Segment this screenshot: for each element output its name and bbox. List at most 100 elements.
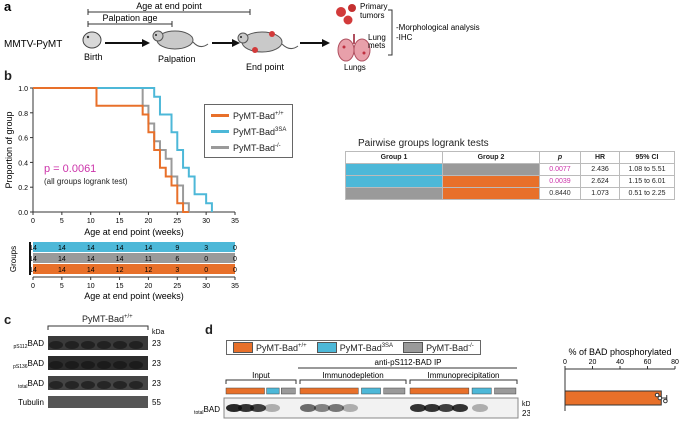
risk-value: 12 [116,267,124,274]
section-bracket [299,379,407,384]
pairwise-cell: 0.0077 [539,163,581,176]
primary-tumors-icon [336,4,356,25]
legend-swatch [211,129,229,133]
blot-strip [223,397,519,419]
section-label: Immunodepletion [322,371,383,380]
risk-value: 14 [58,267,66,274]
blot-band [452,404,468,412]
blot-band [300,404,316,412]
blot-band [342,404,358,412]
pairwise-cell: 0.0039 [539,175,581,188]
genotype-bar [471,387,492,395]
km-series-line-2 [33,87,195,213]
blot-band [49,341,63,349]
panel-d-letter: d [205,322,213,337]
x-tick-label: 25 [173,218,181,225]
blot-band [65,341,79,349]
pairwise-cell [345,163,443,176]
logrank-p-value: p = 0.0061 [44,163,97,175]
pairwise-cell: 1.073 [580,187,620,200]
pairwise-header-cell: p [539,151,581,164]
legend-swatch [316,342,337,353]
panel-a-letter: a [4,0,12,14]
km-y-axis-label: Proportion of group [4,111,14,188]
risk-value: 3 [175,267,179,274]
blot-band [49,361,63,369]
logrank-subtext: (all groups logrank test) [44,177,128,186]
y-tick-label: 0.0 [18,210,28,217]
genotype-bar [225,387,265,395]
bar-x-tick-label: 0 [563,359,567,366]
baby-mouse-icon [82,31,102,49]
blot-band [264,404,280,412]
pairwise-cell: 2.624 [580,175,620,188]
legend-swatch [211,113,229,117]
risk-value: 14 [87,256,95,263]
step-birth-label: Birth [84,52,103,62]
risk-value: 3 [204,245,208,252]
panel-c-letter: c [4,312,12,327]
legend-swatch [403,342,424,353]
blot-band [250,404,266,412]
blot-band [97,361,111,369]
panel-c-row-label: pS112BAD [13,339,44,350]
analysis-ihc: -IHC [396,33,413,42]
blot-band [97,381,111,389]
panel-d-legend-item: PyMT-Bad-/- [403,342,474,353]
pairwise-header-cell: 95% CI [619,151,675,164]
y-tick-label: 1.0 [18,86,28,93]
panel-c-genotype: PyMT-Bad+/+ [82,314,133,324]
genotype-bar [361,387,381,395]
risk-x-tick-label: 10 [87,283,95,290]
pairwise-header-cell: HR [580,151,620,164]
x-tick-label: 5 [60,218,64,225]
risk-value: 14 [29,267,37,274]
pairwise-cell: 1.08 to 5.51 [619,163,675,176]
blot-band [226,404,242,412]
x-tick-label: 15 [116,218,124,225]
risk-value: 14 [58,256,66,263]
risk-value: 14 [116,256,124,263]
pairwise-cell [345,187,443,200]
risk-value: 14 [116,245,124,252]
risk-row-bar [33,242,235,252]
x-tick-label: 20 [145,218,153,225]
risk-value: 14 [87,267,95,274]
risk-value: 0 [233,245,237,252]
km-legend-item: PyMT-Bad-/- [211,139,286,155]
panel-c-row-label: Tubulin [18,398,44,407]
genotype-bar [383,387,406,395]
blot-band [238,404,254,412]
risk-value: 14 [29,256,37,263]
pairwise-cell [442,163,540,176]
x-tick-label: 30 [202,218,210,225]
blot-band [65,361,79,369]
pairwise-cell: 1.15 to 6.01 [619,175,675,188]
bar-value [564,390,662,406]
panel-c-kda-value: 23 [152,339,161,348]
blot-band [113,381,127,389]
panel-c-kda-value: 23 [152,359,161,368]
risk-x-tick-label: 20 [145,283,153,290]
risk-value: 14 [29,245,37,252]
panel-d-kda-value: 23 [522,409,530,418]
pairwise-header-cell: Group 2 [442,151,540,164]
panel-c-kda-value: 55 [152,398,161,407]
section-bracket [409,379,518,384]
age-at-end-point-label: Age at end point [136,1,202,11]
bar-x-tick-label: 80 [671,359,679,366]
panel-d-legend-item: PyMT-Bad+/+ [233,342,307,353]
blot-band [314,404,330,412]
blot-band [81,361,95,369]
section-bracket [225,379,297,384]
y-tick-label: 0.8 [18,111,28,118]
risk-row-bar [33,264,235,274]
